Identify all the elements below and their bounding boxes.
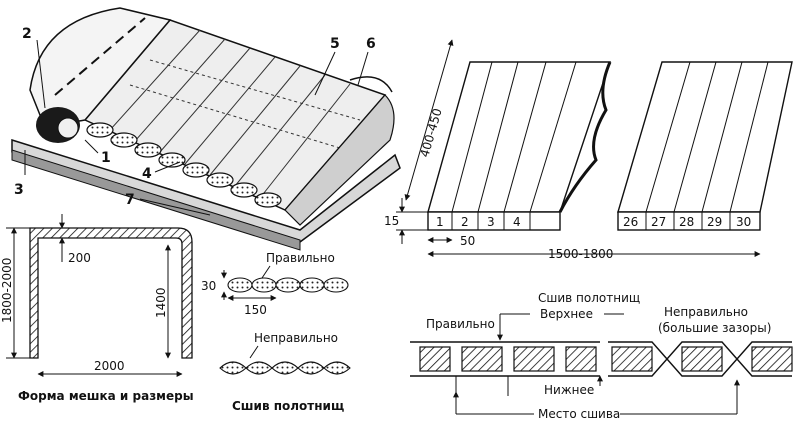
- callout-3: 3: [14, 182, 24, 198]
- panel-total-width-label: 1500-1800: [548, 247, 613, 261]
- strip-label-29: 29: [707, 215, 722, 229]
- strip-label-26: 26: [623, 215, 638, 229]
- seam-dim-30: 30: [201, 279, 216, 293]
- callout-4: 4: [142, 166, 152, 182]
- callout-7: 7: [125, 192, 135, 208]
- seam-large-correct-label: Правильно: [426, 317, 495, 331]
- callout-2: 2: [22, 26, 32, 42]
- seam-small-correct-label: Правильно: [266, 251, 335, 265]
- panel-height-label: 400-450: [417, 107, 444, 159]
- seam-small-diagram: Правильно 30 150 Неправильно Сшив полотн…: [201, 251, 351, 413]
- bag-height-outer-label: 1800-2000: [0, 258, 14, 323]
- seam-large-place-label: Место сшива: [538, 407, 620, 421]
- panel-cell-width-label: 50: [460, 234, 475, 248]
- strip-label-2: 2: [461, 215, 469, 229]
- bag-height-inner-label: 1400: [154, 287, 168, 318]
- seam-small-caption: Сшив полотнищ: [232, 399, 344, 413]
- bag-shape-diagram: 1800-2000 1400 200 2000 Форма мешка и ра…: [0, 214, 194, 403]
- callout-5: 5: [330, 36, 340, 52]
- strip-label-1: 1: [436, 215, 444, 229]
- seam-small-wrong-label: Неправильно: [254, 331, 338, 345]
- sleeping-bag-illustration: 2 3 1 4 5 6 7: [11, 7, 401, 251]
- strip-label-30: 30: [736, 215, 751, 229]
- strip-label-27: 27: [651, 215, 666, 229]
- seam-large-lower-label: Нижнее: [544, 383, 594, 397]
- seam-large-diagram: Сшив полотнищ Правильно Верхнее Неправил…: [410, 291, 793, 421]
- seam-dim-150: 150: [244, 303, 267, 317]
- seam-large-title: Сшив полотнищ: [538, 291, 640, 305]
- seam-large-upper-label: Верхнее: [540, 307, 593, 321]
- bag-width-label: 2000: [94, 359, 125, 373]
- bag-flap-label: 200: [68, 251, 91, 265]
- seam-large-wrong-note: (большие зазоры): [658, 321, 771, 335]
- callout-6: 6: [366, 36, 376, 52]
- panel-strips-diagram: 1 2 3 4 26 27 28 29 30 400-450 15 50 150…: [384, 39, 793, 261]
- strip-label-28: 28: [679, 215, 694, 229]
- strip-label-4: 4: [513, 215, 521, 229]
- seam-large-wrong-label: Неправильно: [664, 305, 748, 319]
- strip-label-3: 3: [487, 215, 495, 229]
- callout-1: 1: [101, 150, 111, 166]
- panel-cell-height-label: 15: [384, 214, 399, 228]
- bag-caption: Форма мешка и размеры: [18, 389, 194, 403]
